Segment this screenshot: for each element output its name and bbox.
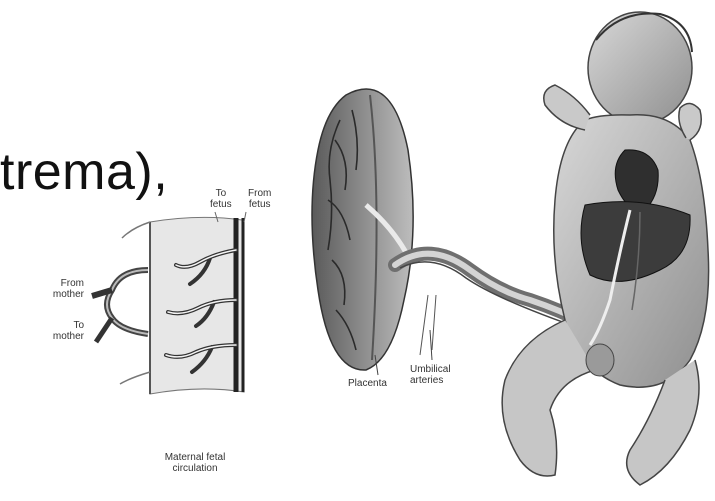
label-maternal-fetal-circulation: Maternal fetal circulation <box>145 452 245 474</box>
label-from-mother-line1: From <box>44 278 84 289</box>
label-maternal-fetal-line2: circulation <box>145 463 245 474</box>
slide-fragment-text: trema), <box>0 142 168 202</box>
label-umbilical-line2: arteries <box>410 375 451 386</box>
label-from-mother-line2: mother <box>44 289 84 300</box>
label-from-fetus: From fetus <box>248 188 271 210</box>
label-to-mother-line1: To <box>44 320 84 331</box>
label-placenta: Placenta <box>348 378 387 389</box>
label-umbilical-line1: Umbilical <box>410 364 451 375</box>
label-umbilical-arteries: Umbilical arteries <box>410 364 451 386</box>
label-to-mother-line2: mother <box>44 331 84 342</box>
label-to-mother: To mother <box>44 320 84 342</box>
label-from-mother: From mother <box>44 278 84 300</box>
placenta-icon <box>312 89 413 370</box>
label-to-fetus-line1: To <box>210 188 232 199</box>
label-from-fetus-line1: From <box>248 188 271 199</box>
label-to-fetus-line2: fetus <box>210 199 232 210</box>
label-maternal-fetal-line1: Maternal fetal <box>145 452 245 463</box>
fetus-icon <box>502 12 708 485</box>
label-to-fetus: To fetus <box>210 188 232 210</box>
label-from-fetus-line2: fetus <box>248 199 271 210</box>
maternal-fetal-circulation-icon <box>92 212 246 394</box>
